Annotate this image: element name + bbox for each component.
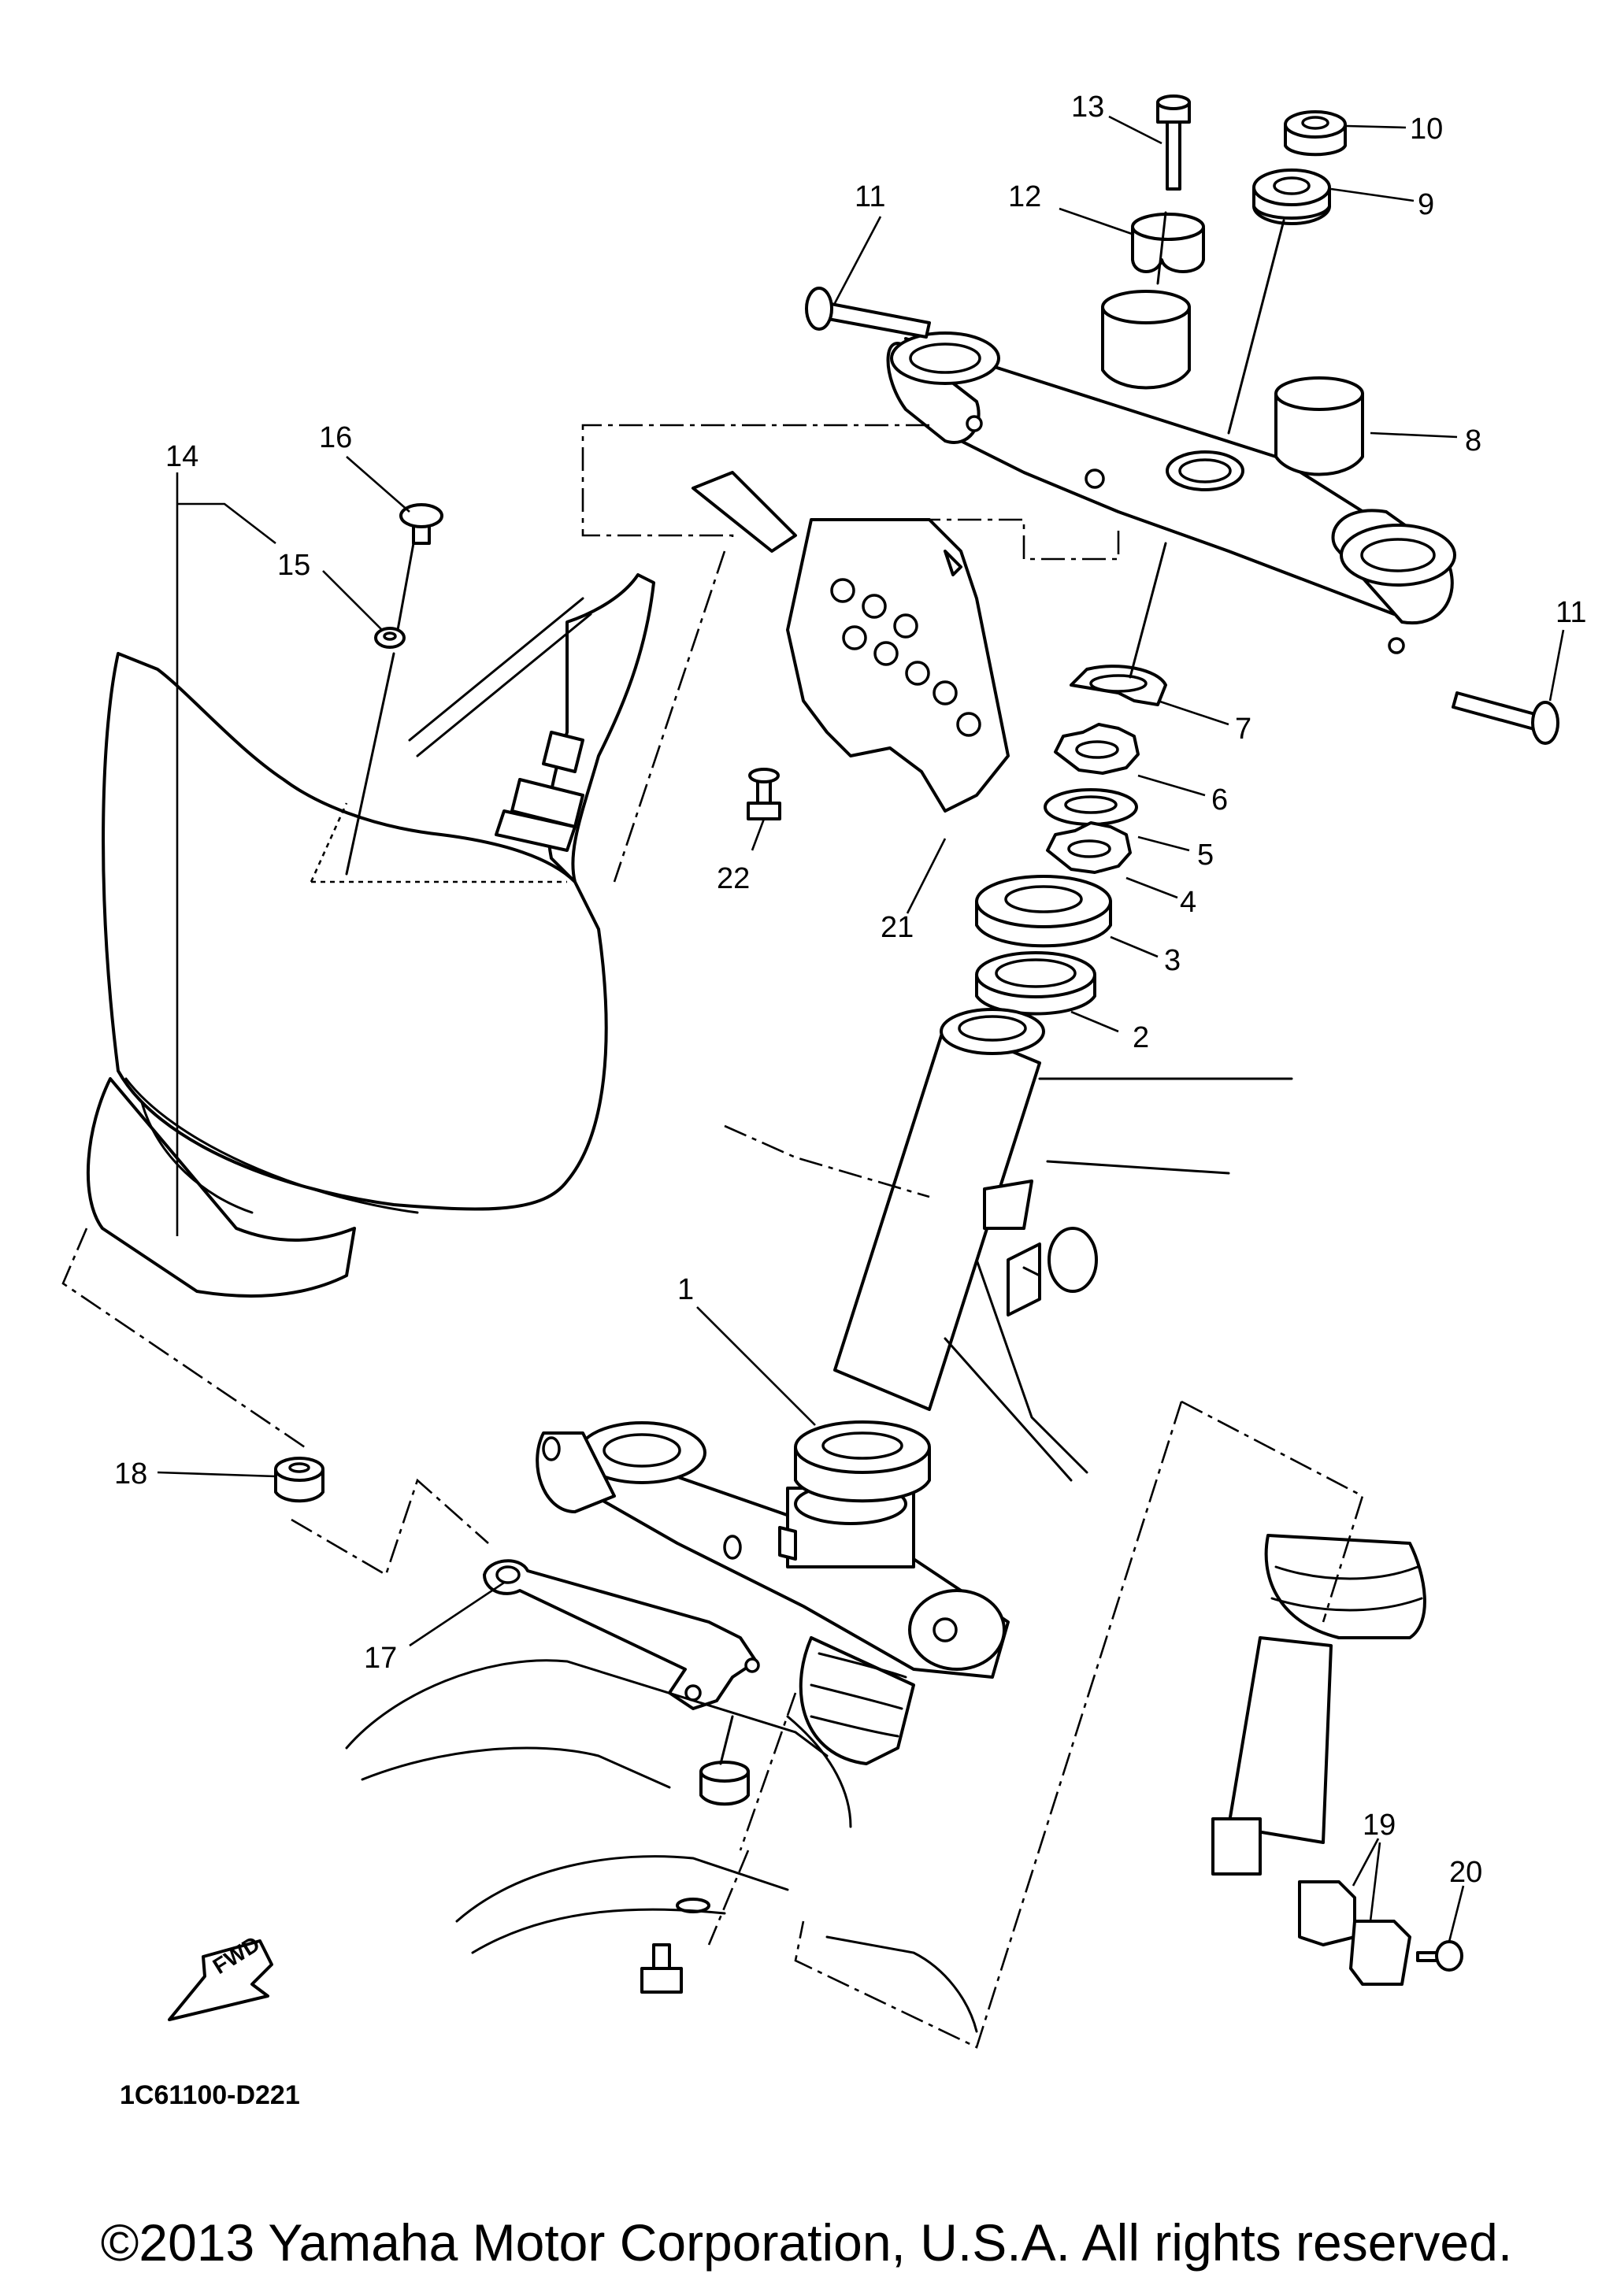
callout-19: 19	[1363, 1809, 1396, 1842]
callout-1: 1	[677, 1273, 694, 1306]
callout-2: 2	[1133, 1021, 1149, 1054]
part-code: 1C61100-D221	[120, 2080, 300, 2110]
lock-washer	[1070, 665, 1167, 706]
ring-nut-lower	[1046, 821, 1132, 874]
callout-numbers: 1 2 3 4 5 6 7 8 9 10 11 11 12 13 14 15 1…	[114, 91, 1586, 1889]
plate-bracket	[692, 471, 1010, 813]
callout-7: 7	[1235, 713, 1251, 746]
callout-6: 6	[1211, 783, 1228, 817]
bolt-left	[805, 287, 931, 339]
callout-17: 17	[364, 1642, 397, 1675]
copyright-notice: ©2013 Yamaha Motor Corporation, U.S.A. A…	[100, 2213, 1513, 2272]
stem-nut	[1252, 168, 1331, 225]
callout-13: 13	[1071, 91, 1104, 124]
callout-15: 15	[277, 549, 310, 582]
fork-boot	[799, 1636, 915, 1765]
frame-head-pipe	[833, 1008, 1293, 1482]
callout-22: 22	[717, 862, 750, 895]
leader-lines	[157, 115, 1565, 1942]
plate-bolt-top	[399, 503, 443, 545]
callout-14: 14	[165, 440, 198, 473]
callout-4: 4	[1180, 886, 1196, 919]
upper-bearing	[975, 951, 1096, 1016]
callout-10: 10	[1410, 113, 1443, 146]
washer	[1044, 788, 1138, 826]
callout-11-left: 11	[855, 180, 885, 213]
callout-21: 21	[881, 911, 914, 944]
callout-18: 18	[114, 1457, 147, 1491]
plate-bolt	[747, 768, 781, 820]
bolt-right	[1452, 691, 1559, 745]
bearing-cover	[975, 875, 1112, 948]
callout-5: 5	[1197, 839, 1214, 872]
fwd-arrow-icon: FWD	[168, 1931, 273, 2021]
holder-screw	[1416, 1940, 1463, 1972]
callout-8: 8	[1465, 424, 1481, 457]
number-plate	[86, 573, 655, 1298]
fender-hardware	[640, 1761, 750, 1994]
handlebar-holder	[1131, 213, 1205, 273]
callout-12: 12	[1008, 180, 1041, 213]
hose-holder	[1298, 1880, 1411, 1986]
callout-9: 9	[1418, 188, 1434, 221]
collar	[274, 1457, 324, 1503]
holder-bolt	[1156, 94, 1191, 191]
reference-lines	[61, 211, 1364, 2049]
lower-bracket	[536, 1421, 1010, 1679]
lower-bearing	[794, 1420, 931, 1503]
fork-outer-tube	[1211, 1534, 1426, 1876]
grommet	[374, 627, 406, 649]
callout-3: 3	[1164, 944, 1181, 977]
hose-guide	[483, 1559, 760, 1710]
callout-20: 20	[1449, 1856, 1482, 1889]
frame-outline	[345, 1659, 978, 2033]
ring-nut-upper	[1054, 723, 1140, 775]
cap-washer	[1284, 110, 1347, 157]
callout-11-right: 11	[1556, 596, 1586, 629]
upper-bracket	[886, 290, 1456, 654]
callout-16: 16	[319, 421, 352, 454]
